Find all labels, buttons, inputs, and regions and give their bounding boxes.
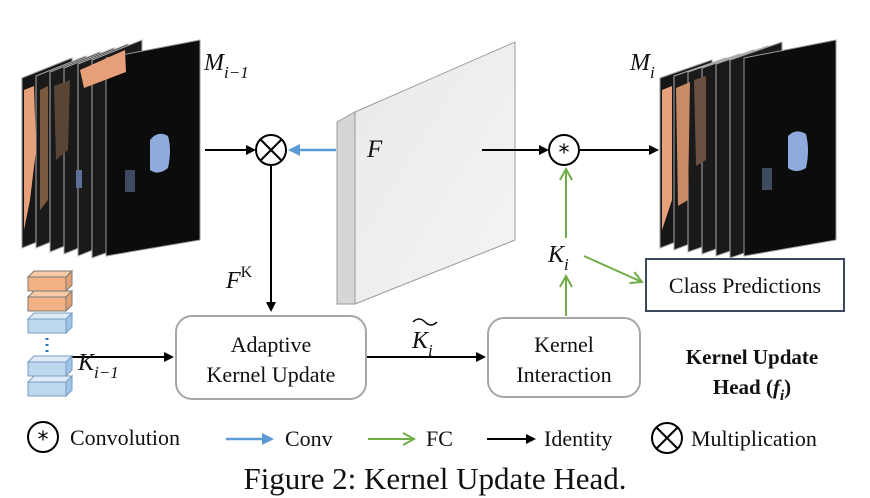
feature-map — [336, 41, 516, 305]
legend-conv-label: Conv — [285, 426, 333, 451]
legend-multiplication-icon — [651, 422, 683, 454]
mask-stack-current — [659, 39, 837, 259]
convolution-node: * — [548, 134, 580, 166]
svg-text:Adaptive: Adaptive — [231, 332, 312, 357]
kernel-interaction-box: Kernel Interaction — [487, 317, 641, 398]
feature-label: F — [366, 136, 383, 163]
svg-text:Kernel Update: Kernel Update — [207, 362, 336, 387]
legend-identity-label: Identity — [544, 426, 612, 451]
legend-fc-label: FC — [426, 426, 453, 451]
legend-convolution-label: Convolution — [70, 425, 180, 450]
head-title-line1: Kernel Update — [686, 345, 818, 369]
head-title-line2: Head (fi) — [713, 375, 791, 404]
class-predictions-box: Class Predictions — [645, 258, 845, 312]
mask-current-label: Mi — [629, 50, 655, 82]
arrow-kernel-to-class — [583, 255, 642, 282]
kernel-previous-label: Ki−1 — [77, 350, 119, 382]
svg-text:Kernel: Kernel — [534, 332, 594, 357]
kernel-stack — [26, 269, 74, 398]
kernel-current-label: Ki — [547, 242, 569, 274]
svg-text:*: * — [38, 428, 49, 453]
mask-stack-previous — [21, 39, 201, 259]
feature-kernel-label: FK — [225, 264, 253, 294]
legend: * Convolution Conv FC Identity Multiplic… — [27, 421, 817, 454]
adaptive-kernel-update-box: Adaptive Kernel Update — [175, 315, 367, 400]
svg-text:Ki: Ki — [411, 328, 433, 360]
figure-caption: Figure 2: Kernel Update Head. — [243, 461, 626, 496]
mask-previous-label: Mi−1 — [203, 50, 249, 82]
svg-text:*: * — [559, 141, 570, 166]
legend-multiplication-label: Multiplication — [691, 426, 817, 451]
svg-text:Interaction: Interaction — [516, 362, 611, 387]
multiplication-node — [255, 134, 287, 166]
kernel-tilde-label: Ki — [411, 318, 438, 360]
svg-text:Class Predictions: Class Predictions — [669, 273, 821, 298]
legend-convolution-icon: * — [27, 421, 59, 453]
